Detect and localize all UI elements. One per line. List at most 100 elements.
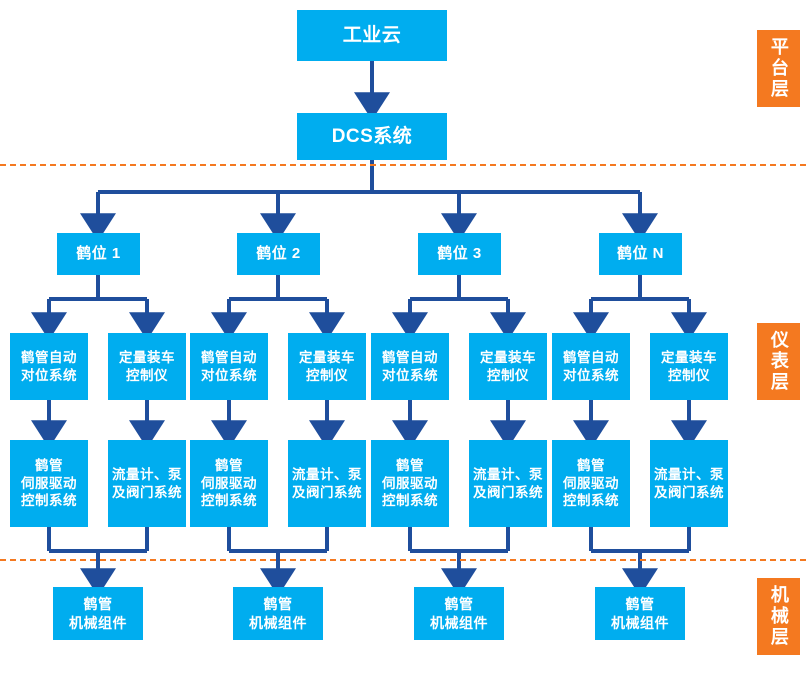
layer-tag-instrument-label: 仪表层 (768, 330, 789, 393)
line1: 鹤管 (577, 457, 605, 473)
line1: 鹤管 (396, 457, 424, 473)
node-arm-servo-drive-1-text: 鹤管 伺服驱动 控制系统 (10, 457, 88, 510)
line1: 鹤管自动 (382, 349, 438, 365)
line2: 机械组件 (69, 614, 127, 631)
line1: 定量装车 (480, 349, 536, 365)
node-arm-mechanical-assembly-1[interactable]: 鹤管 机械组件 (53, 587, 143, 640)
line2: 对位系统 (21, 367, 77, 383)
line2: 控制仪 (487, 367, 529, 383)
node-flowmeter-pump-valve-n[interactable]: 流量计、泵 及阀门系统 (650, 440, 728, 527)
node-arm-servo-drive-3[interactable]: 鹤管 伺服驱动 控制系统 (371, 440, 449, 527)
line1: 鹤管 (83, 596, 113, 613)
line1: 鹤管 (215, 457, 243, 473)
node-arm-servo-drive-2[interactable]: 鹤管 伺服驱动 控制系统 (190, 440, 268, 527)
node-arm-mechanical-assembly-2[interactable]: 鹤管 机械组件 (233, 587, 323, 640)
node-position-3-label: 鹤位 3 (437, 245, 482, 263)
node-industrial-cloud[interactable]: 工业云 (297, 10, 447, 61)
layer-tag-platform-label: 平台层 (768, 37, 789, 100)
line1: 定量装车 (661, 349, 717, 365)
node-arm-mechanical-assembly-n-text: 鹤管 机械组件 (595, 595, 685, 632)
node-flowmeter-pump-valve-2-text: 流量计、泵 及阀门系统 (288, 466, 366, 502)
line2: 伺服驱动 (563, 475, 619, 491)
line1: 鹤管自动 (21, 349, 77, 365)
node-arm-servo-drive-2-text: 鹤管 伺服驱动 控制系统 (190, 457, 268, 510)
divider-platform-instrument (0, 164, 806, 166)
line2: 机械组件 (611, 614, 669, 631)
node-batch-loading-controller-1-text: 定量装车 控制仪 (108, 349, 186, 385)
node-arm-mechanical-assembly-2-text: 鹤管 机械组件 (233, 595, 323, 632)
line2: 控制仪 (668, 367, 710, 383)
node-arm-auto-align-3-text: 鹤管自动 对位系统 (371, 349, 449, 385)
node-position-n[interactable]: 鹤位 N (599, 233, 682, 275)
line2: 伺服驱动 (382, 475, 438, 491)
line2: 及阀门系统 (292, 484, 362, 500)
node-arm-servo-drive-3-text: 鹤管 伺服驱动 控制系统 (371, 457, 449, 510)
line1: 定量装车 (299, 349, 355, 365)
node-batch-loading-controller-n[interactable]: 定量装车 控制仪 (650, 333, 728, 400)
layer-tag-platform: 平台层 (757, 30, 800, 107)
node-batch-loading-controller-n-text: 定量装车 控制仪 (650, 349, 728, 385)
line2: 机械组件 (430, 614, 488, 631)
node-arm-mechanical-assembly-3-text: 鹤管 机械组件 (414, 595, 504, 632)
node-arm-auto-align-2[interactable]: 鹤管自动 对位系统 (190, 333, 268, 400)
layer-tag-mechanical: 机械层 (757, 578, 800, 655)
line1: 鹤管 (263, 596, 293, 613)
node-batch-loading-controller-2[interactable]: 定量装车 控制仪 (288, 333, 366, 400)
line1: 流量计、泵 (473, 466, 543, 482)
node-flowmeter-pump-valve-2[interactable]: 流量计、泵 及阀门系统 (288, 440, 366, 527)
line1: 鹤管 (444, 596, 474, 613)
node-batch-loading-controller-3-text: 定量装车 控制仪 (469, 349, 547, 385)
line1: 鹤管 (35, 457, 63, 473)
line2: 对位系统 (201, 367, 257, 383)
node-position-n-label: 鹤位 N (616, 245, 664, 263)
line2: 伺服驱动 (201, 475, 257, 491)
line2: 伺服驱动 (21, 475, 77, 491)
line2: 及阀门系统 (112, 484, 182, 500)
node-flowmeter-pump-valve-1[interactable]: 流量计、泵 及阀门系统 (108, 440, 186, 527)
node-arm-auto-align-1[interactable]: 鹤管自动 对位系统 (10, 333, 88, 400)
node-arm-servo-drive-1[interactable]: 鹤管 伺服驱动 控制系统 (10, 440, 88, 527)
node-position-1[interactable]: 鹤位 1 (57, 233, 140, 275)
node-batch-loading-controller-1[interactable]: 定量装车 控制仪 (108, 333, 186, 400)
line2: 及阀门系统 (654, 484, 724, 500)
node-batch-loading-controller-2-text: 定量装车 控制仪 (288, 349, 366, 385)
line2: 机械组件 (249, 614, 307, 631)
node-batch-loading-controller-3[interactable]: 定量装车 控制仪 (469, 333, 547, 400)
line1: 鹤管 (625, 596, 655, 613)
line1: 流量计、泵 (112, 466, 182, 482)
node-arm-auto-align-1-text: 鹤管自动 对位系统 (10, 349, 88, 385)
node-industrial-cloud-label: 工业云 (342, 24, 402, 46)
divider-instrument-mechanical (0, 559, 806, 561)
node-arm-servo-drive-n-text: 鹤管 伺服驱动 控制系统 (552, 457, 630, 510)
line3: 控制系统 (382, 493, 438, 509)
line3: 控制系统 (21, 493, 77, 509)
node-position-1-label: 鹤位 1 (76, 245, 121, 263)
node-arm-auto-align-n-text: 鹤管自动 对位系统 (552, 349, 630, 385)
layer-tag-instrument: 仪表层 (757, 323, 800, 400)
layer-tag-mechanical-label: 机械层 (768, 585, 789, 648)
line2: 控制仪 (126, 367, 168, 383)
line1: 流量计、泵 (292, 466, 362, 482)
node-dcs-system[interactable]: DCS系统 (297, 113, 447, 160)
line1: 鹤管自动 (563, 349, 619, 365)
node-arm-mechanical-assembly-3[interactable]: 鹤管 机械组件 (414, 587, 504, 640)
node-flowmeter-pump-valve-3-text: 流量计、泵 及阀门系统 (469, 466, 547, 502)
node-position-2-label: 鹤位 2 (256, 245, 301, 263)
node-flowmeter-pump-valve-n-text: 流量计、泵 及阀门系统 (650, 466, 728, 502)
line2: 控制仪 (306, 367, 348, 383)
line2: 及阀门系统 (473, 484, 543, 500)
node-position-3[interactable]: 鹤位 3 (418, 233, 501, 275)
node-flowmeter-pump-valve-1-text: 流量计、泵 及阀门系统 (108, 466, 186, 502)
node-arm-auto-align-3[interactable]: 鹤管自动 对位系统 (371, 333, 449, 400)
node-arm-auto-align-n[interactable]: 鹤管自动 对位系统 (552, 333, 630, 400)
line2: 对位系统 (382, 367, 438, 383)
line2: 对位系统 (563, 367, 619, 383)
node-arm-mechanical-assembly-n[interactable]: 鹤管 机械组件 (595, 587, 685, 640)
node-arm-mechanical-assembly-1-text: 鹤管 机械组件 (53, 595, 143, 632)
line1: 流量计、泵 (654, 466, 724, 482)
node-arm-auto-align-2-text: 鹤管自动 对位系统 (190, 349, 268, 385)
line1: 鹤管自动 (201, 349, 257, 365)
node-arm-servo-drive-n[interactable]: 鹤管 伺服驱动 控制系统 (552, 440, 630, 527)
node-flowmeter-pump-valve-3[interactable]: 流量计、泵 及阀门系统 (469, 440, 547, 527)
node-position-2[interactable]: 鹤位 2 (237, 233, 320, 275)
